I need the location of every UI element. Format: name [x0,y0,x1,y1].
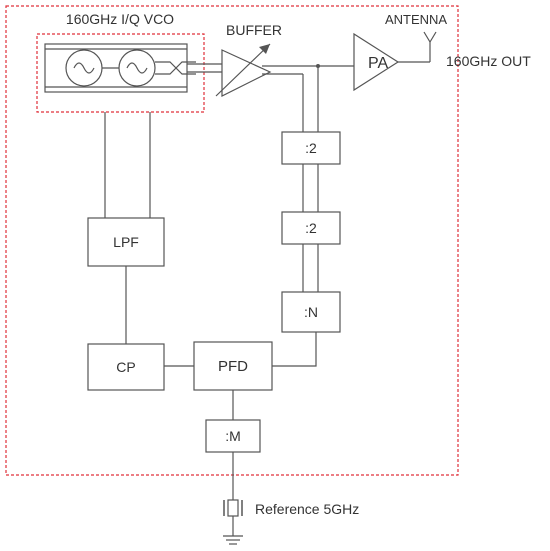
divider-n-block [281,291,341,333]
oscillator-icon [65,49,103,87]
oscillator-icon [118,49,156,87]
divider-m-block [205,419,261,453]
ground-icon [223,535,243,545]
divider-2-block [281,131,341,165]
divider-2-label: :2 [305,140,317,156]
antenna-label: ANTENNA [385,12,447,27]
divider-2-block [281,211,341,245]
vco-block [44,43,196,93]
buffer-label: BUFFER [226,22,282,38]
power-amplifier: PA [353,32,400,92]
buffer-amplifier [215,43,272,97]
cp-label: CP [116,359,135,375]
arrow-icon [259,44,270,54]
chip-boundary [5,5,459,476]
lpf-block [87,217,165,267]
divider-2-label: :2 [305,220,317,236]
lpf-label: LPF [113,234,139,250]
divider-n-label: :N [304,304,318,320]
pfd-label: PFD [218,358,248,375]
reference-label: Reference 5GHz [255,501,359,517]
vco-boundary [36,33,205,113]
output-label: 160GHz OUT [446,53,531,69]
antenna-icon [423,31,437,43]
crystal-oscillator-icon [223,499,243,517]
pfd-block [193,341,273,391]
pa-label: PA [368,55,388,72]
cp-block [87,343,165,391]
vco-label: 160GHz I/Q VCO [66,11,174,27]
divider-m-label: :M [225,428,241,444]
